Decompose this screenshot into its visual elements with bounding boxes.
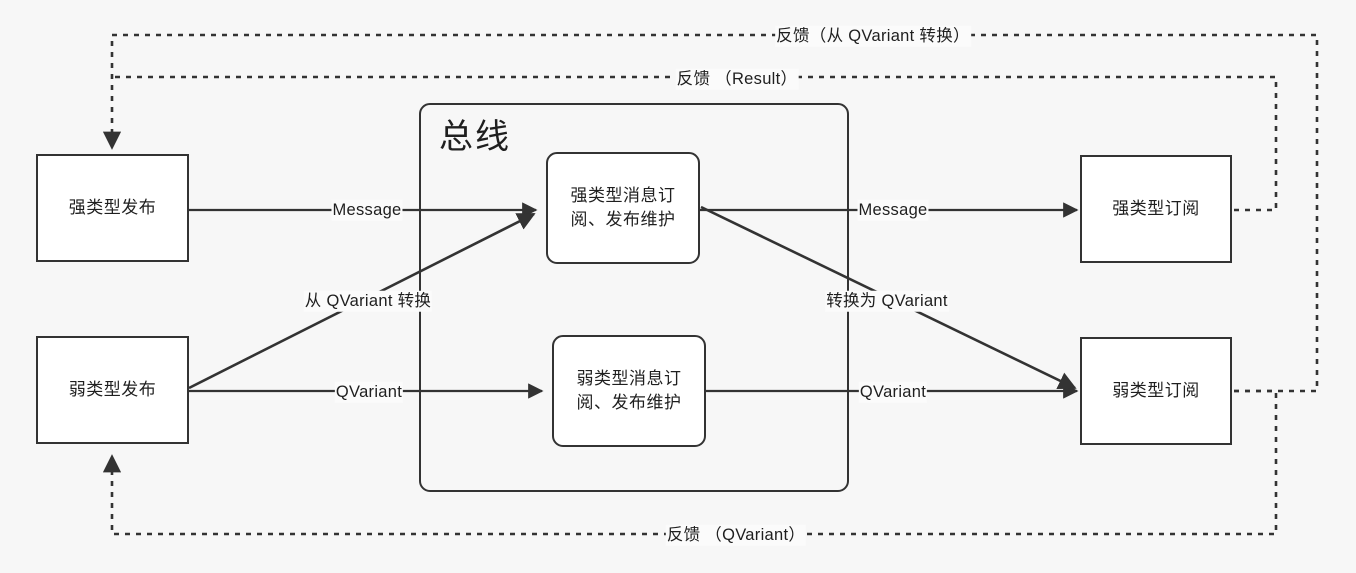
bus-title: 总线 [439, 118, 511, 156]
edge-label-qvariant-left: QVariant [334, 381, 404, 403]
node-strong-bus-label-line1: 强类型消息订 [570, 185, 676, 205]
node-weak-subscribe[interactable]: 弱类型订阅 [1080, 337, 1232, 445]
node-strong-subscribe-label: 强类型订阅 [1112, 198, 1200, 218]
node-weak-publish-label: 弱类型发布 [68, 379, 157, 399]
edge-label-message-left: Message [331, 199, 403, 221]
node-strong-publish-label: 强类型发布 [68, 197, 157, 217]
edge-label-qvariant-right: QVariant [858, 381, 928, 403]
edge-label-to-qvariant: 转换为 QVariant [825, 290, 949, 312]
node-strong-bus[interactable]: 强类型消息订 阅、发布维护 [546, 152, 700, 264]
node-weak-publish[interactable]: 弱类型发布 [36, 336, 189, 444]
node-weak-bus-label-line2: 阅、发布维护 [576, 393, 682, 412]
edge-label-from-qvariant: 从 QVariant 转换 [303, 290, 433, 312]
node-weak-subscribe-label: 弱类型订阅 [1112, 380, 1200, 400]
edge-label-feedback-result: 反馈 （Result） [675, 68, 799, 90]
node-strong-subscribe[interactable]: 强类型订阅 [1080, 155, 1232, 263]
edge-label-feedback-qvariant: 反馈 （QVariant） [665, 524, 807, 546]
node-weak-bus-label-line1: 弱类型消息订 [576, 368, 682, 388]
node-weak-bus[interactable]: 弱类型消息订 阅、发布维护 [552, 335, 706, 447]
edge-label-feedback-from-qvariant: 反馈（从 QVariant 转换） [775, 25, 971, 47]
node-strong-bus-label-line2: 阅、发布维护 [570, 210, 676, 229]
node-strong-publish[interactable]: 强类型发布 [36, 154, 189, 262]
edge-label-message-right: Message [857, 199, 929, 221]
